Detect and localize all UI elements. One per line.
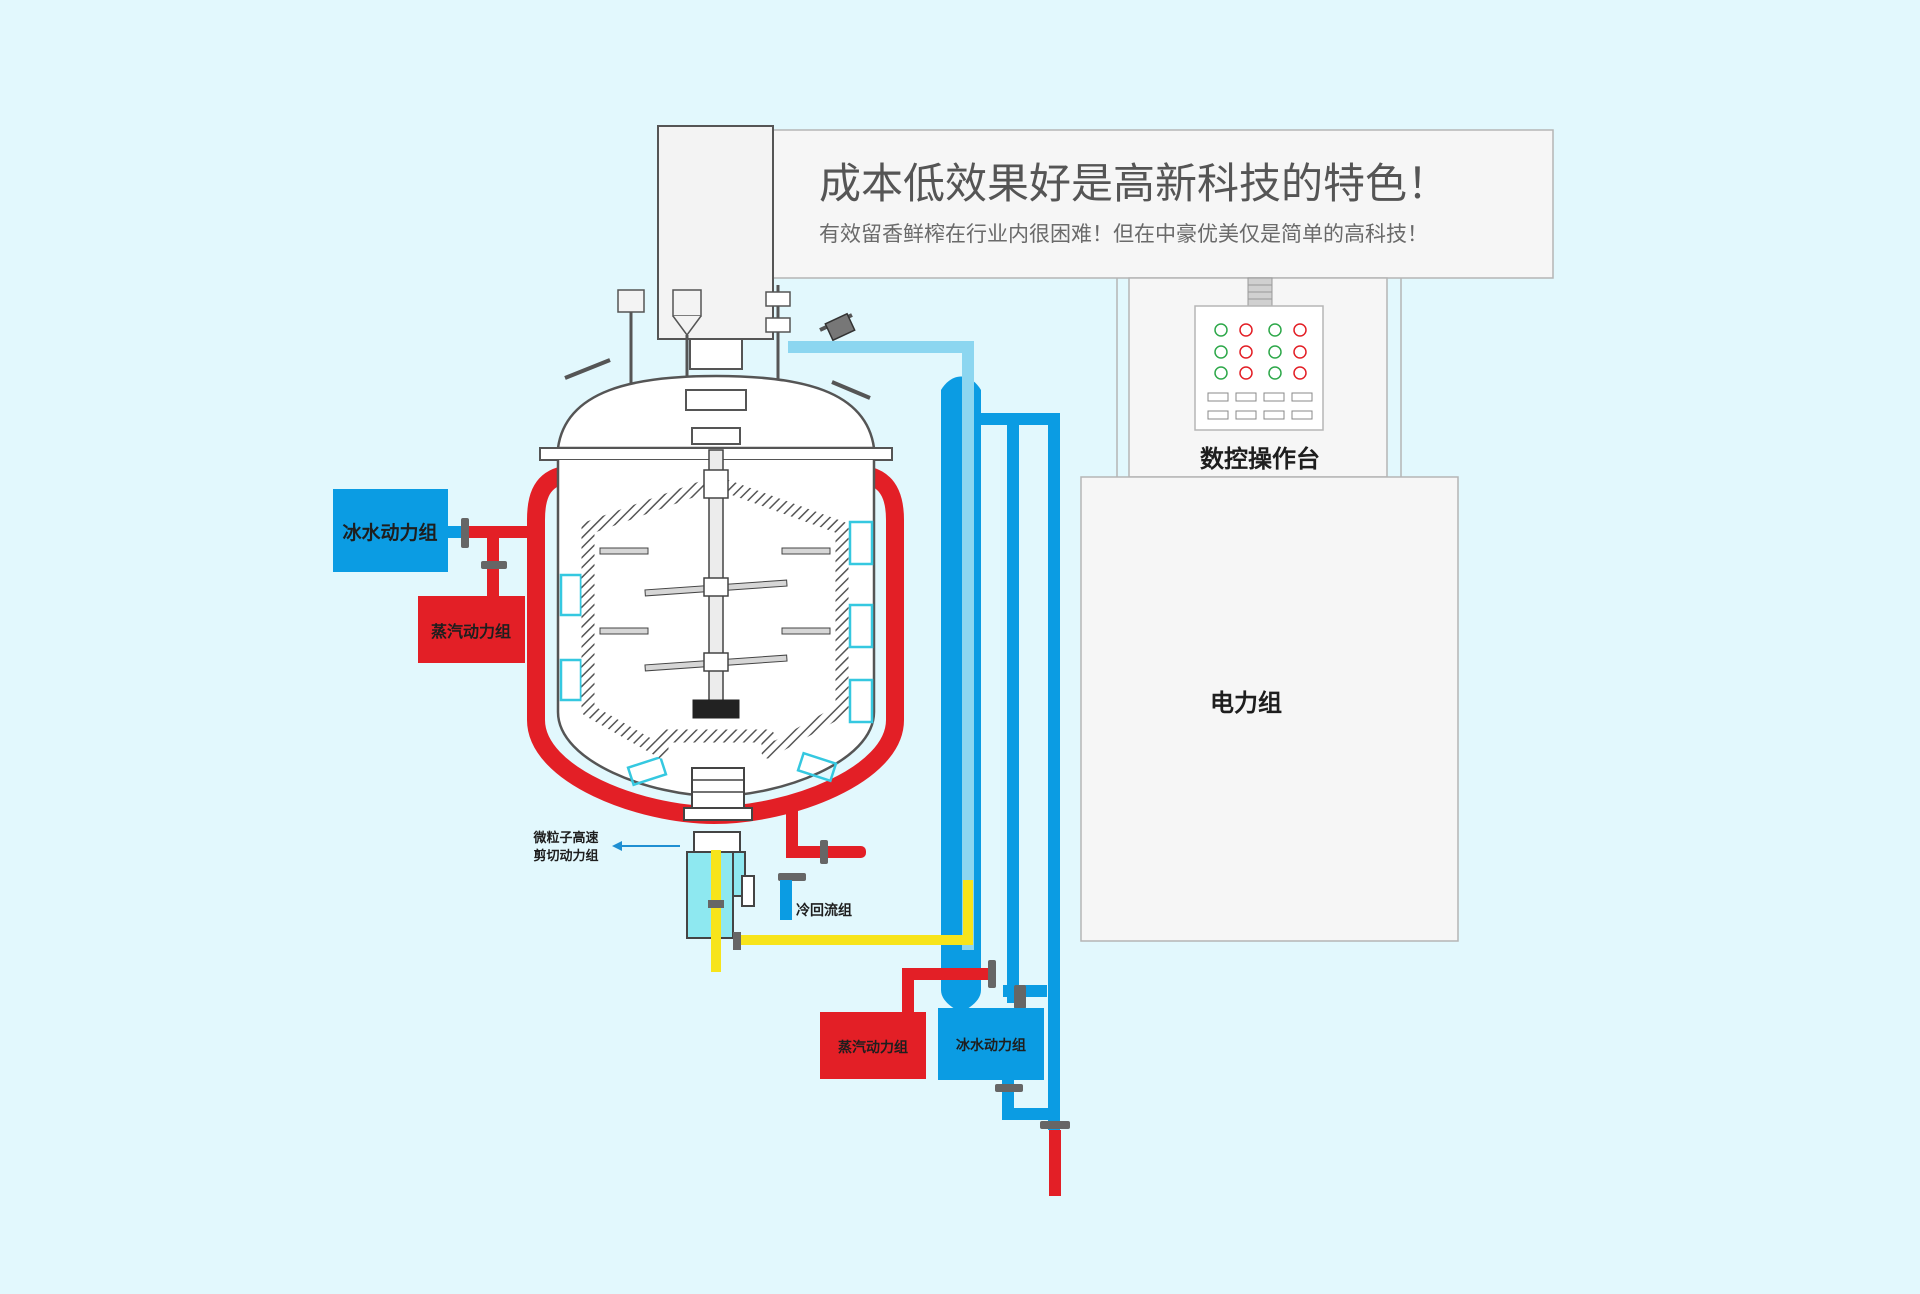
steam-inlet-pipe	[466, 526, 536, 538]
steam-unit-bottom	[820, 1012, 926, 1079]
control-panel-label: 数控操作台	[1200, 445, 1320, 473]
shear-head	[691, 767, 745, 809]
pipe-valve	[461, 518, 469, 548]
panel-switches	[1207, 392, 1313, 420]
impeller	[692, 699, 740, 719]
header-banner	[772, 129, 1554, 279]
feed-hopper	[672, 289, 702, 317]
power-unit	[1080, 476, 1459, 942]
header-subtitle: 有效留香鲜榨在行业内很困难！但在中豪优美仅是简单的高科技！	[819, 222, 1428, 246]
shear-motor	[686, 851, 734, 939]
sensor-box	[617, 289, 645, 313]
steam-unit-left	[418, 596, 525, 663]
header-title: 成本低效果好是高新科技的特色！	[819, 159, 1449, 208]
cold-return-label: 冷回流组	[796, 902, 852, 919]
ice-water-unit-left	[333, 489, 448, 572]
product-transfer-pipe	[788, 341, 974, 950]
ice-water-unit-bottom	[938, 1008, 1044, 1080]
steam-unit-left-label: 蒸汽动力组	[431, 622, 511, 641]
heat-exchanger-column	[941, 376, 981, 1012]
drain-pipe	[1049, 1130, 1061, 1196]
shear-label-line2: 剪切动力组	[533, 848, 598, 864]
power-unit-label: 电力组	[1210, 689, 1282, 717]
blue-return-pipe	[1007, 413, 1019, 1003]
motor-flange	[689, 338, 743, 370]
ice-water-unit-bottom-label: 冰水动力组	[956, 1037, 1026, 1054]
ice-water-unit-left-label: 冰水动力组	[342, 521, 437, 544]
shear-label-line1: 微粒子高速	[532, 830, 598, 846]
arrow-left-icon	[612, 841, 680, 851]
steam-unit-bottom-label: 蒸汽动力组	[838, 1039, 908, 1056]
manhole-handle-left	[564, 358, 611, 380]
cold-return-pipe	[780, 880, 792, 920]
indicator-lights	[1214, 323, 1307, 380]
jacket-pad	[559, 573, 583, 617]
vessel-top-dome	[556, 374, 876, 450]
